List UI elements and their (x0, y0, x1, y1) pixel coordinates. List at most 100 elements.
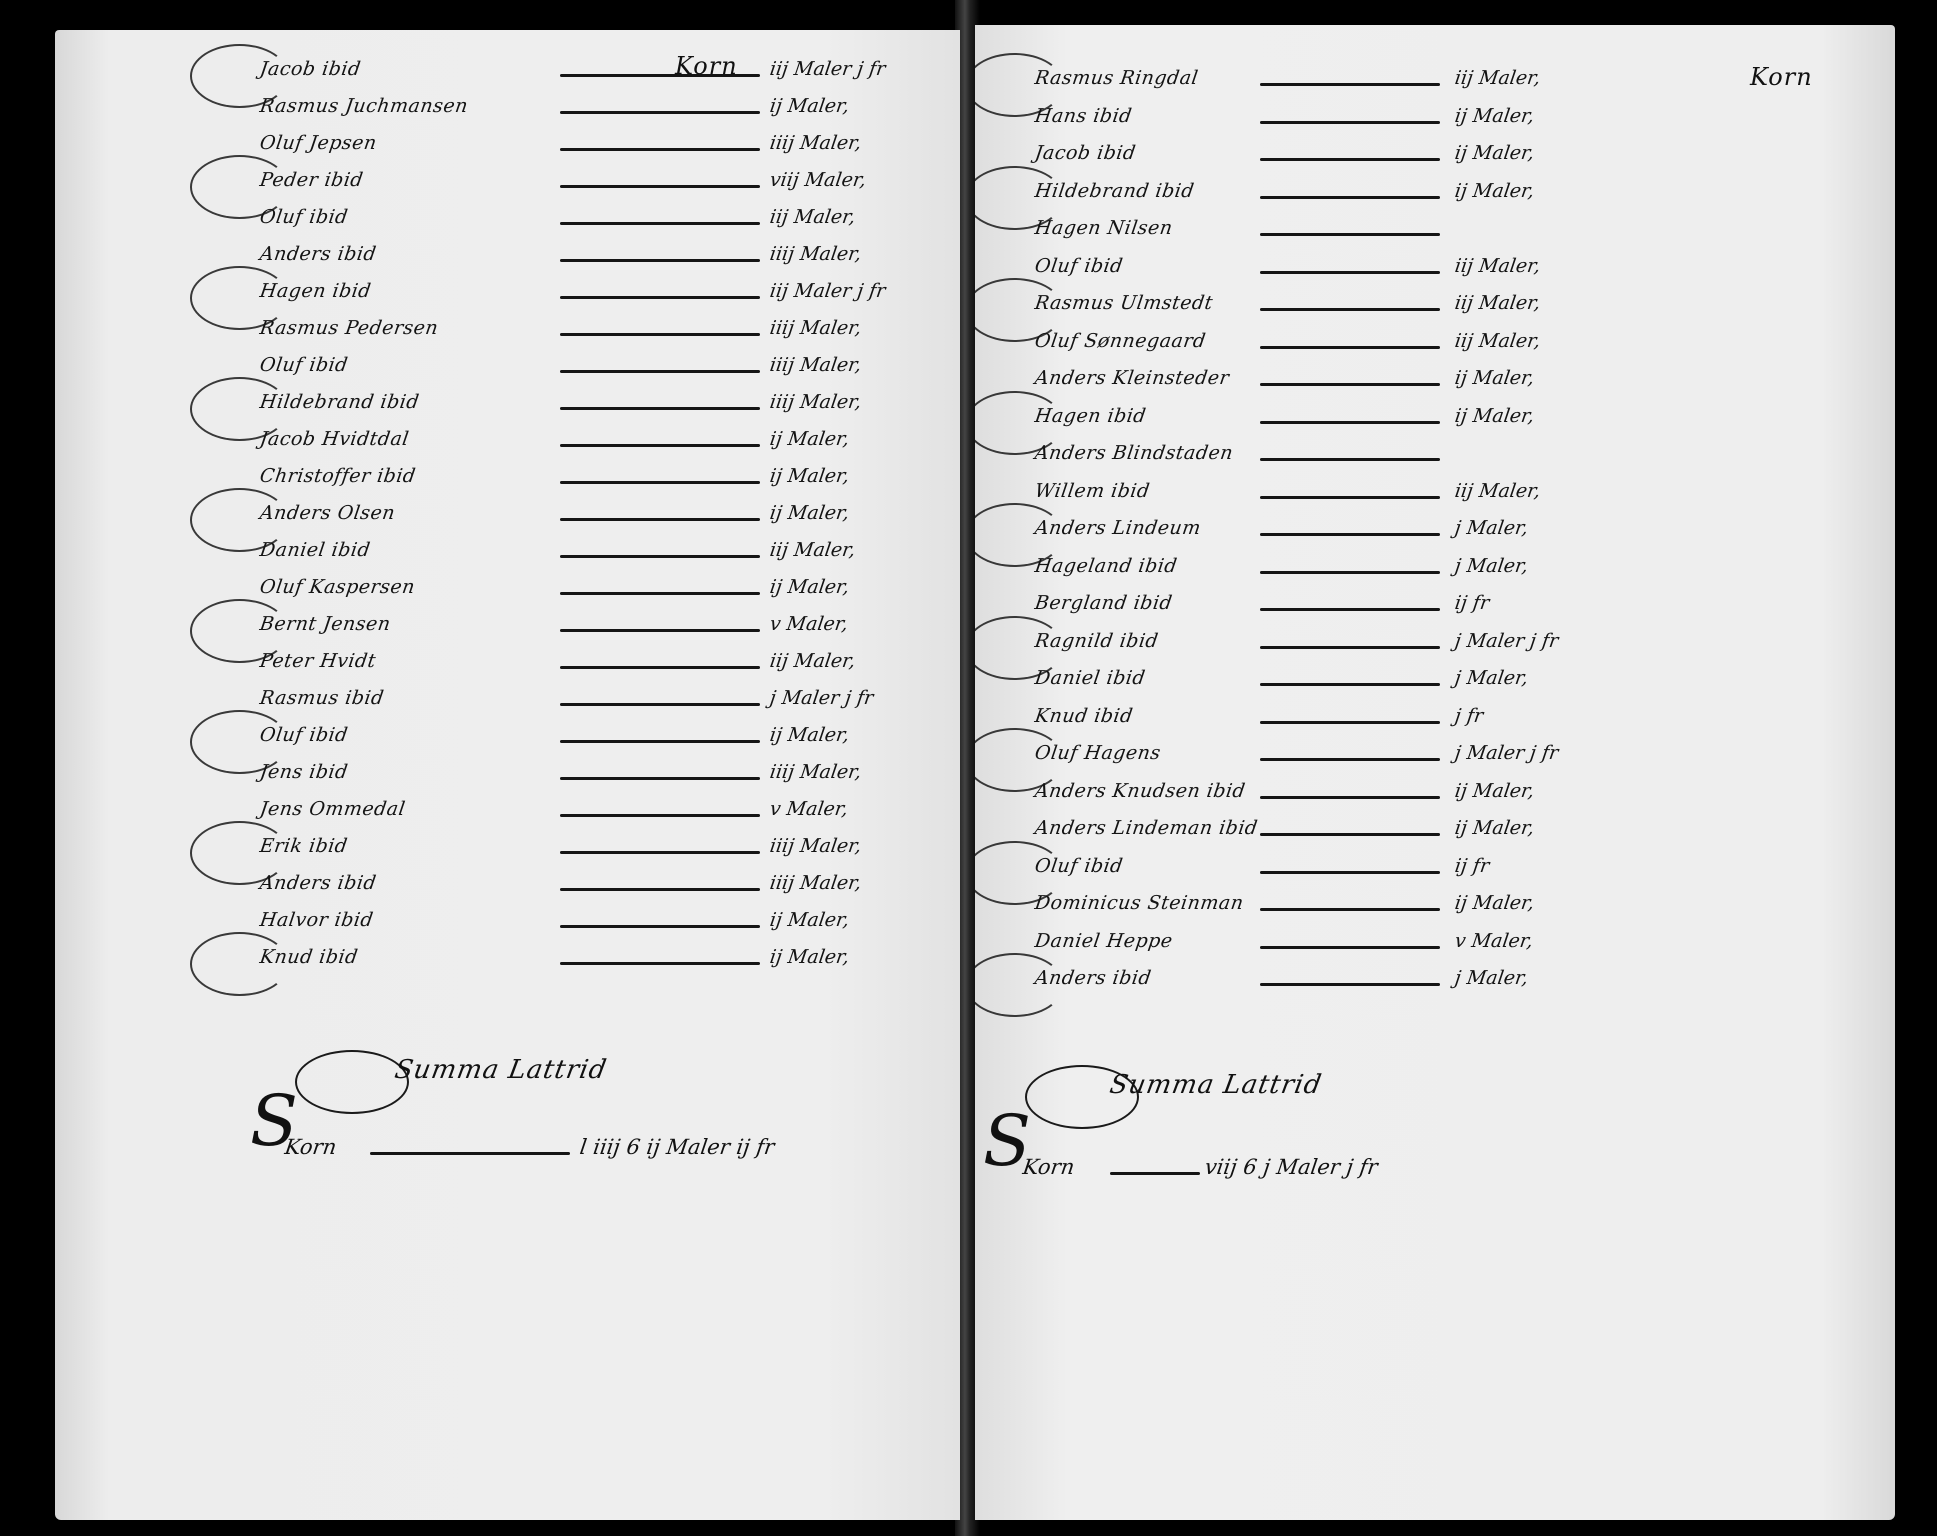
initial-flourish (190, 710, 289, 774)
right-total-line (1110, 1172, 1200, 1175)
ledger-row-name: Oluf Sønnegaard (1033, 329, 1208, 352)
ledger-row-amount: iiij Maler, (768, 243, 863, 265)
ledger-row-amount: ij Maler, (768, 576, 851, 598)
ledger-row-rule (1260, 758, 1440, 761)
left-total-value: l iiij 6 ij Maler ij fr (578, 1135, 776, 1159)
ledger-row-rule (560, 222, 760, 225)
ledger-row-name: Oluf ibid (258, 354, 350, 376)
initial-flourish (975, 728, 1064, 792)
ledger-row-name: Oluf ibid (258, 206, 350, 228)
ledger-row-rule (1260, 983, 1440, 986)
ledger-row-rule (1260, 683, 1440, 686)
ledger-row-rule (1260, 195, 1440, 199)
ledger-row-amount: iij Maler, (1453, 254, 1542, 277)
initial-flourish (190, 488, 289, 552)
ledger-row-rule (560, 481, 760, 484)
ledger-row-rule (1260, 795, 1440, 799)
ledger-row-rule (1260, 645, 1440, 649)
left-total-line (370, 1152, 570, 1155)
ledger-row-name: Knud ibid (1033, 704, 1135, 727)
ledger-row-name: Oluf Kaspersen (258, 576, 417, 598)
ledger-row-amount: iij Maler, (1453, 67, 1542, 89)
ledger-row-rule (560, 629, 760, 632)
ledger-row-amount: iiij Maler, (768, 872, 863, 894)
ledger-row-rule (560, 888, 760, 891)
ledger-row-amount: iiij Maler, (768, 317, 863, 339)
ledger-row-amount: ij Maler, (1453, 779, 1536, 802)
initial-flourish (190, 44, 289, 108)
ledger-row-amount: v Maler, (768, 798, 850, 820)
ledger-row-amount: iiij Maler, (768, 132, 863, 154)
ledger-row-rule (1260, 83, 1440, 86)
ledger-row-name: Peter Hvidt (258, 650, 378, 672)
ledger-row-amount: ij Maler, (1453, 892, 1536, 914)
ledger-row-amount: iij Maler, (768, 539, 857, 561)
ledger-row-amount: ij Maler, (768, 502, 851, 524)
ledger-row-amount: iij Maler j fr (768, 58, 887, 80)
ledger-row-rule (560, 111, 760, 114)
right-total-value: viij 6 j Maler j fr (1203, 1155, 1380, 1179)
ledger-row: Oluf ibid iij Maler, (1033, 254, 1885, 285)
ledger-row-amount: iiij Maler, (768, 835, 863, 857)
ledger-row-name: Oluf ibid (1033, 254, 1125, 277)
ledger-row-amount: ij Maler, (1453, 179, 1536, 202)
ledger-row-amount: j Maler, (1453, 517, 1530, 539)
ledger-row-rule (1260, 458, 1440, 461)
ledger-row-amount: iij Maler, (768, 650, 857, 672)
ledger-row-name: Anders Blindstaden (1033, 442, 1235, 464)
initial-flourish (190, 599, 289, 663)
ledger-row-rule (560, 444, 760, 447)
ledger-row-rule (560, 703, 760, 706)
ledger-row-name: Anders Knudsen ibid (1033, 779, 1247, 802)
ledger-row-rule (560, 592, 760, 595)
ledger-row-amount: ij Maler, (768, 95, 851, 117)
ledger-row-rule (560, 925, 760, 928)
ledger-row-amount: ij Maler, (768, 465, 851, 487)
ledger-row-name: Rasmus Juchmansen (258, 95, 470, 117)
ledger-row-name: Christoffer ibid (258, 465, 418, 487)
ledger-row-amount: v Maler, (768, 613, 850, 635)
ledger-row-amount: j Maler j fr (1453, 629, 1560, 652)
right-summa-label: Summa Lattrid (1107, 1070, 1325, 1100)
ledger-row-rule (1260, 345, 1440, 349)
ledger-row-amount: j Maler, (1453, 667, 1530, 689)
ledger-row-rule (1260, 720, 1440, 724)
initial-flourish (975, 615, 1064, 680)
ledger-row-amount: ij Maler, (1453, 367, 1536, 389)
ledger-row-rule (1260, 945, 1440, 949)
ledger-row: Peter Hvidt iij Maler, (258, 650, 900, 680)
right-page-header: Korn (1750, 63, 1813, 91)
initial-flourish (190, 821, 289, 885)
ledger-row-name: Rasmus ibid (258, 687, 386, 709)
ledger-row-amount: ij Maler, (1453, 404, 1536, 427)
ledger-row-name: Daniel ibid (1033, 667, 1147, 689)
ledger-row: Christoffer ibid ij Maler, (258, 465, 900, 495)
ledger-row-name: Bergland ibid (1033, 592, 1174, 614)
ledger-row-amount: iiij Maler, (768, 761, 863, 783)
ledger-row-rule (560, 962, 760, 965)
ledger-row-name: Daniel Heppe (1033, 929, 1175, 952)
ledger-row-name: Willem ibid (1033, 479, 1152, 502)
ledger-row-amount: iij Maler, (768, 206, 857, 228)
initial-flourish (975, 503, 1064, 567)
ledger-row-rule (1260, 420, 1440, 424)
ledger-row-amount: iiij Maler, (768, 391, 863, 413)
